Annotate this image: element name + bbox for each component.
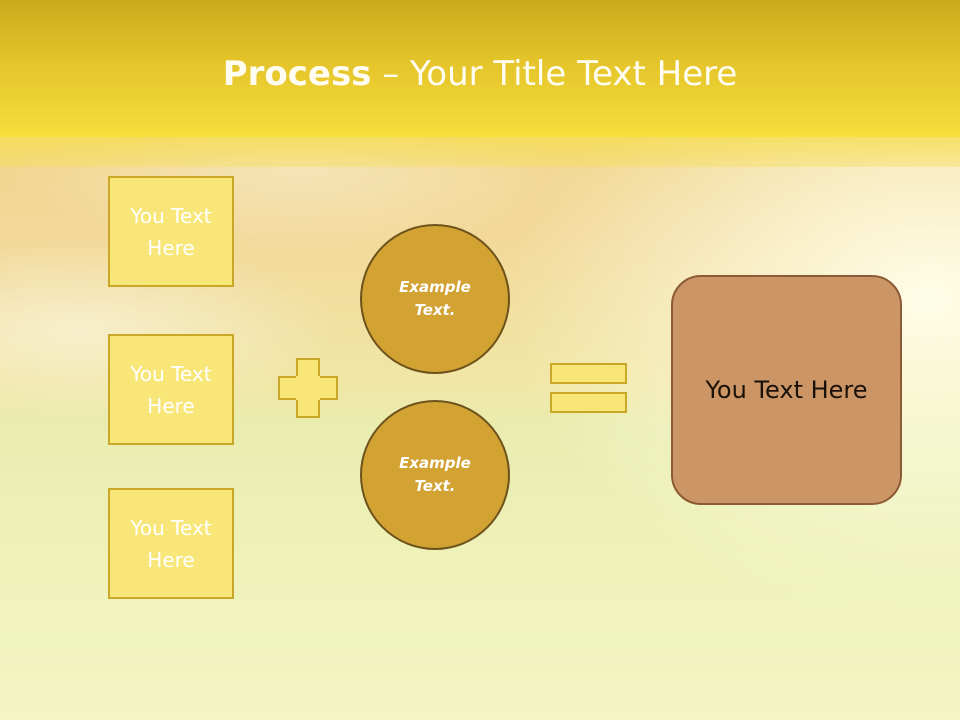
result-box-label: You Text Here xyxy=(705,376,868,404)
example-circle-1-label: Example Text. xyxy=(399,278,471,319)
text-box-2-label: You Text Here xyxy=(130,361,212,418)
title-bar-fade xyxy=(0,137,960,167)
text-box-1-label: You Text Here xyxy=(130,203,212,260)
slide-title[interactable]: Process – Your Title Text Here xyxy=(0,52,960,96)
plus-icon-horizontal xyxy=(278,376,338,400)
text-box-2[interactable]: You Text Here xyxy=(108,334,234,445)
equals-icon-bottom-bar xyxy=(550,392,627,413)
example-circle-1[interactable]: Example Text. xyxy=(360,224,510,374)
result-box[interactable]: You Text Here xyxy=(671,275,902,505)
text-box-3-label: You Text Here xyxy=(130,515,212,572)
text-box-3[interactable]: You Text Here xyxy=(108,488,234,599)
title-bar xyxy=(0,0,960,137)
slide-title-rest: – Your Title Text Here xyxy=(371,54,738,94)
example-circle-2-label: Example Text. xyxy=(399,454,471,495)
slide-title-bold: Process xyxy=(222,54,372,94)
equals-icon-top-bar xyxy=(550,363,627,384)
example-circle-2[interactable]: Example Text. xyxy=(360,400,510,550)
text-box-1[interactable]: You Text Here xyxy=(108,176,234,287)
